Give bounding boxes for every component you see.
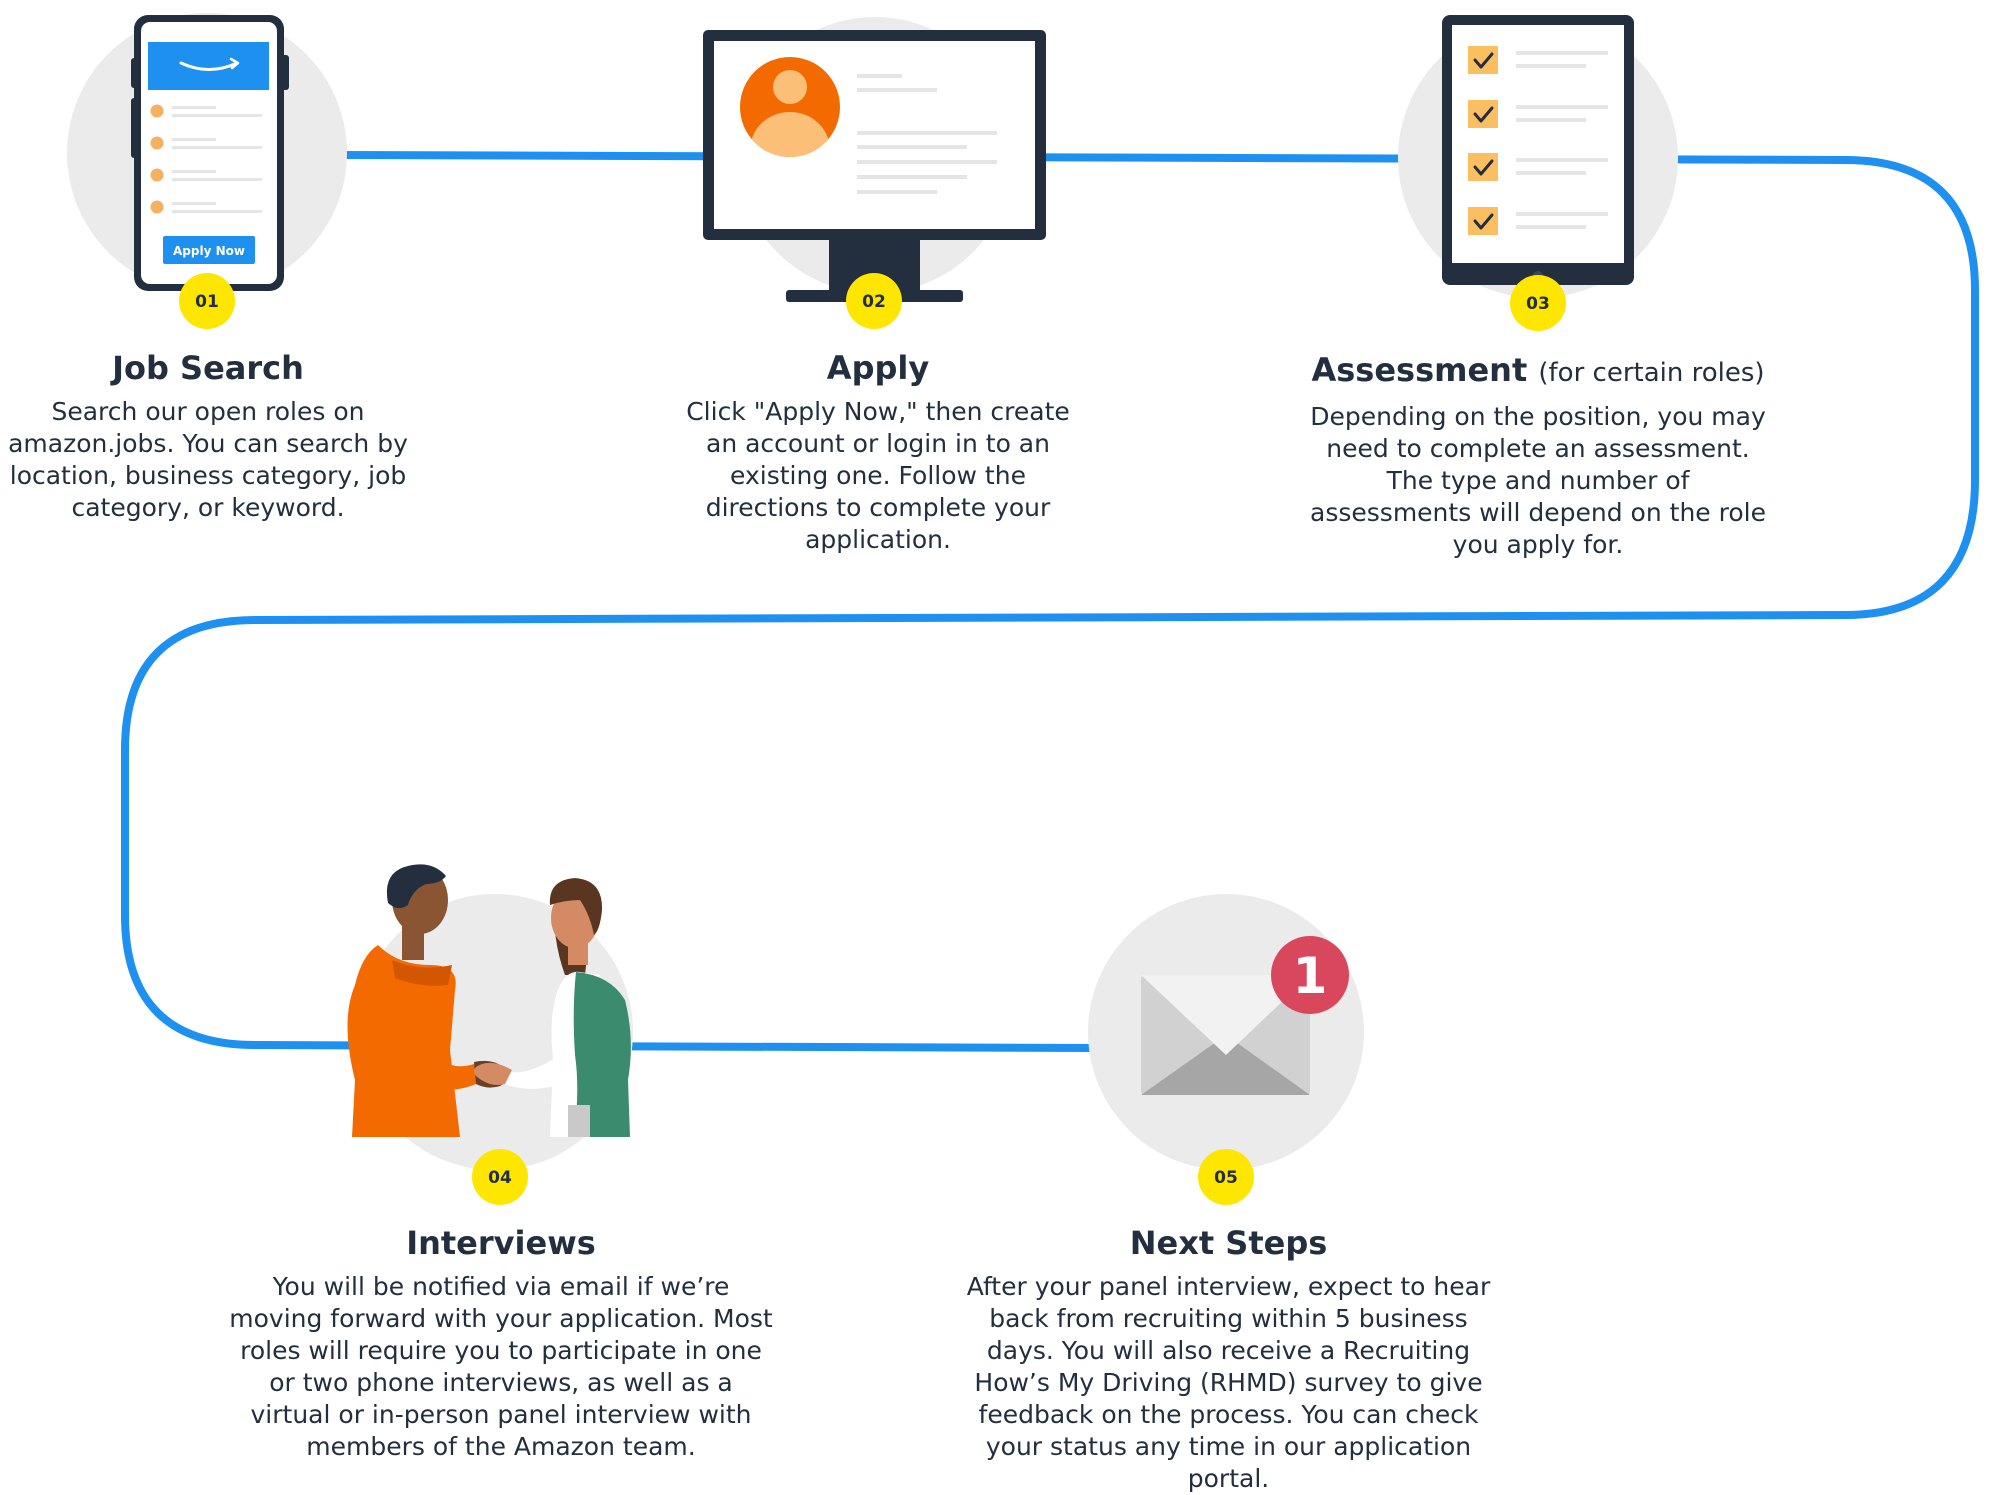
step-03-description: Depending on the position, you may need … <box>1310 402 1766 559</box>
step-01-description: Search our open roles on amazon.jobs. Yo… <box>8 397 408 522</box>
step-01-number-badge: 01 <box>179 273 235 329</box>
notification-count: 1 <box>1293 947 1328 1005</box>
apply-now-button: Apply Now <box>163 236 255 264</box>
step-03-number: 03 <box>1526 294 1550 314</box>
step-01-title: Job Search <box>112 349 304 387</box>
step-05-description: After your panel interview, expect to he… <box>966 1272 1491 1493</box>
process-path-line <box>121 151 1979 1052</box>
checkbox-checked-icon <box>1468 46 1498 74</box>
step-04-number: 04 <box>488 1168 512 1188</box>
step-04-description: You will be notified via email if we’re … <box>229 1272 773 1461</box>
woman-figure <box>474 878 631 1137</box>
handshake-icon <box>347 864 631 1137</box>
step-05-title: Next Steps <box>1129 1224 1328 1262</box>
step-02-number-badge: 02 <box>846 273 902 329</box>
user-avatar-icon <box>740 57 840 157</box>
step-04-number-badge: 04 <box>472 1149 528 1205</box>
step-05-number: 05 <box>1214 1168 1238 1188</box>
checkbox-checked-icon <box>1468 100 1498 128</box>
step-02-title: Apply <box>826 349 930 387</box>
checkbox-checked-icon <box>1468 207 1498 235</box>
step-01-number: 01 <box>195 292 219 312</box>
step-04-title: Interviews <box>406 1224 596 1262</box>
checkbox-checked-icon <box>1468 153 1498 181</box>
envelope-icon <box>1141 975 1310 1095</box>
step-02-number: 02 <box>862 292 886 312</box>
man-figure <box>347 864 508 1137</box>
step-05-text: Next Steps After your panel interview, e… <box>956 1223 1501 1495</box>
step-03-title-suffix: (for certain roles) <box>1538 358 1765 388</box>
phone-icon: Apply Now <box>131 15 289 291</box>
step-05-number-badge: 05 <box>1198 1149 1254 1205</box>
step-03-text: Assessment (for certain roles) Depending… <box>1303 350 1773 561</box>
step-03-number-badge: 03 <box>1510 275 1566 331</box>
step-03-title: Assessment <box>1311 351 1528 389</box>
step-01-text: Job Search Search our open roles on amaz… <box>8 348 408 524</box>
checklist-tablet-icon <box>1442 15 1634 285</box>
monitor-icon <box>703 30 1046 302</box>
step-03-title-row: Assessment (for certain roles) <box>1303 350 1773 393</box>
step-04-text: Interviews You will be notified via emai… <box>226 1223 776 1463</box>
notification-badge: 1 <box>1271 936 1349 1014</box>
apply-now-label: Apply Now <box>173 244 245 258</box>
step-02-description: Click "Apply Now," then create an accoun… <box>686 397 1070 554</box>
step-02-text: Apply Click "Apply Now," then create an … <box>668 348 1088 556</box>
